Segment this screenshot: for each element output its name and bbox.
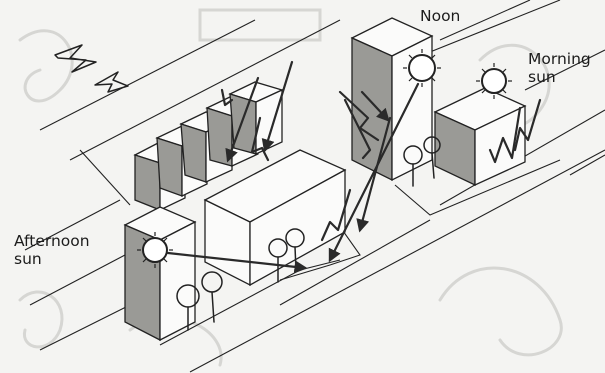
- morning-sun-label: Morning sun: [528, 50, 591, 86]
- left-tower: [125, 207, 195, 340]
- right-building: [435, 88, 525, 185]
- noon-label: Noon: [420, 7, 460, 25]
- afternoon-sun-label: Afternoon sun: [14, 232, 90, 268]
